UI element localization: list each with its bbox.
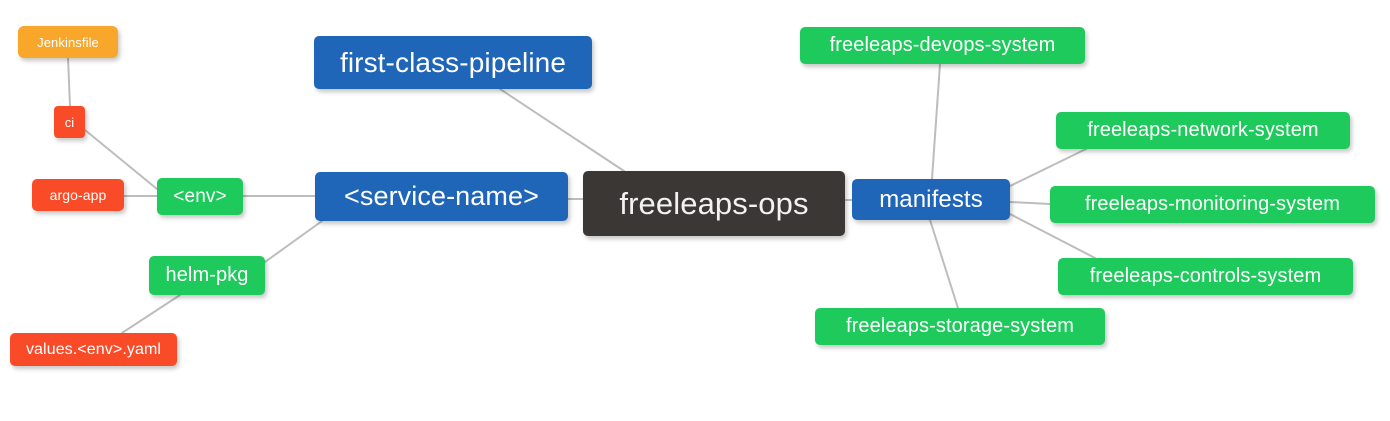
node-label: Jenkinsfile: [37, 34, 99, 50]
node-helm-pkg[interactable]: helm-pkg: [149, 256, 265, 295]
node-freeleaps-controls-system[interactable]: freeleaps-controls-system: [1058, 258, 1353, 295]
node-label: freeleaps-storage-system: [845, 315, 1075, 337]
node-values-yaml[interactable]: values.<env>.yaml: [10, 333, 177, 366]
edge-first-class-pipeline-to-freeleaps-ops: [499, 88, 625, 172]
node-label: helm-pkg: [165, 264, 249, 286]
node-label: argo-app: [49, 187, 107, 203]
node-label: manifests: [879, 185, 983, 213]
edge-manifests-to-freeleaps-storage-system: [929, 219, 959, 309]
node-label: freeleaps-ops: [619, 185, 809, 221]
node-freeleaps-ops[interactable]: freeleaps-ops: [583, 171, 845, 236]
node-label: ci: [64, 114, 75, 130]
node-label: <env>: [173, 185, 227, 207]
node-label: freeleaps-network-system: [1087, 119, 1319, 141]
edge-helm-pkg-to-values-yaml: [121, 294, 181, 334]
node-label: values.<env>.yaml: [25, 340, 162, 358]
node-label: freeleaps-devops-system: [829, 34, 1056, 56]
edge-jenkinsfile-to-ci: [67, 57, 71, 107]
node-freeleaps-network-system[interactable]: freeleaps-network-system: [1056, 112, 1350, 149]
node-label: freeleaps-monitoring-system: [1084, 193, 1340, 215]
node-freeleaps-storage-system[interactable]: freeleaps-storage-system: [815, 308, 1105, 345]
node-freeleaps-monitoring-system[interactable]: freeleaps-monitoring-system: [1050, 186, 1375, 223]
node-argo-app[interactable]: argo-app: [32, 179, 124, 211]
edge-manifests-to-freeleaps-devops-system: [931, 63, 941, 180]
node-label: first-class-pipeline: [339, 46, 567, 78]
node-jenkinsfile[interactable]: Jenkinsfile: [18, 26, 118, 58]
node-label: <service-name>: [344, 181, 539, 211]
edge-manifests-to-freeleaps-network-system: [1009, 148, 1087, 187]
node-ci[interactable]: ci: [54, 106, 85, 138]
node-freeleaps-devops-system[interactable]: freeleaps-devops-system: [800, 27, 1085, 64]
node-manifests[interactable]: manifests: [852, 179, 1010, 220]
edge-manifests-to-freeleaps-monitoring-system: [1009, 201, 1051, 205]
edge-service-name-to-helm-pkg: [264, 220, 323, 263]
node-label: freeleaps-controls-system: [1089, 265, 1322, 287]
node-env[interactable]: <env>: [157, 178, 243, 215]
node-service-name[interactable]: <service-name>: [315, 172, 568, 221]
node-first-class-pipeline[interactable]: first-class-pipeline: [314, 36, 592, 89]
